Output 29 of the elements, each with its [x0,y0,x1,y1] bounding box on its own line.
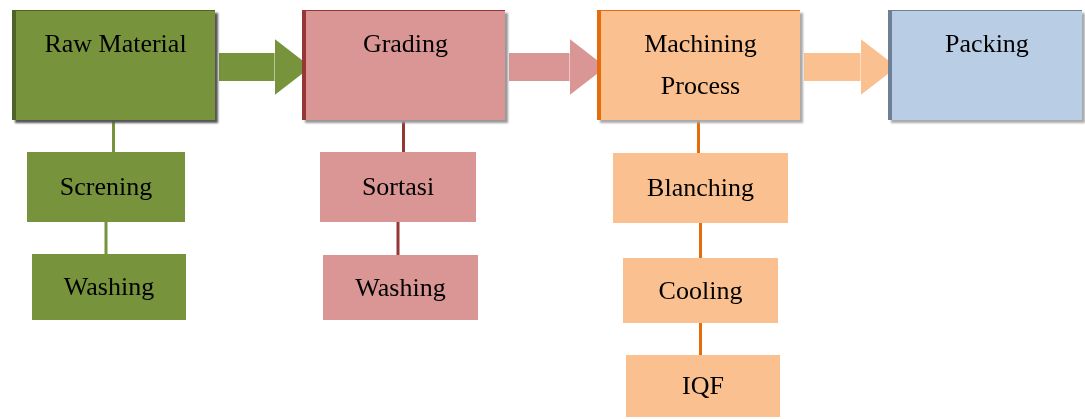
step-label: Sortasi [361,171,435,203]
step-box [27,152,185,222]
connector-line [697,120,700,153]
stage-box [12,10,215,120]
connector-line [699,323,702,355]
stage-box [597,10,800,120]
step-label: Washing [355,271,446,304]
step-box [613,153,788,223]
step-label: IQF [682,370,724,402]
step-box [623,258,778,323]
stage-box [302,10,505,120]
step-label: Machining Process [643,28,758,102]
connector-line [699,223,702,258]
step-box [323,255,478,320]
stage-box [888,10,1082,120]
step-label: Screning [59,171,153,203]
connector-line [396,222,400,255]
connector-line [112,120,115,152]
step-label: Washing [63,271,155,303]
step-label: Cooling [658,274,743,307]
step-box [626,355,780,417]
step-box [320,152,476,222]
connector-line [104,222,108,254]
step-label: Raw Material [44,28,187,60]
step-box [32,254,186,320]
step-label: Packing [945,28,1029,60]
connector-line [402,120,405,152]
step-label: Grading [362,28,449,60]
step-label: Blanching [647,172,754,204]
